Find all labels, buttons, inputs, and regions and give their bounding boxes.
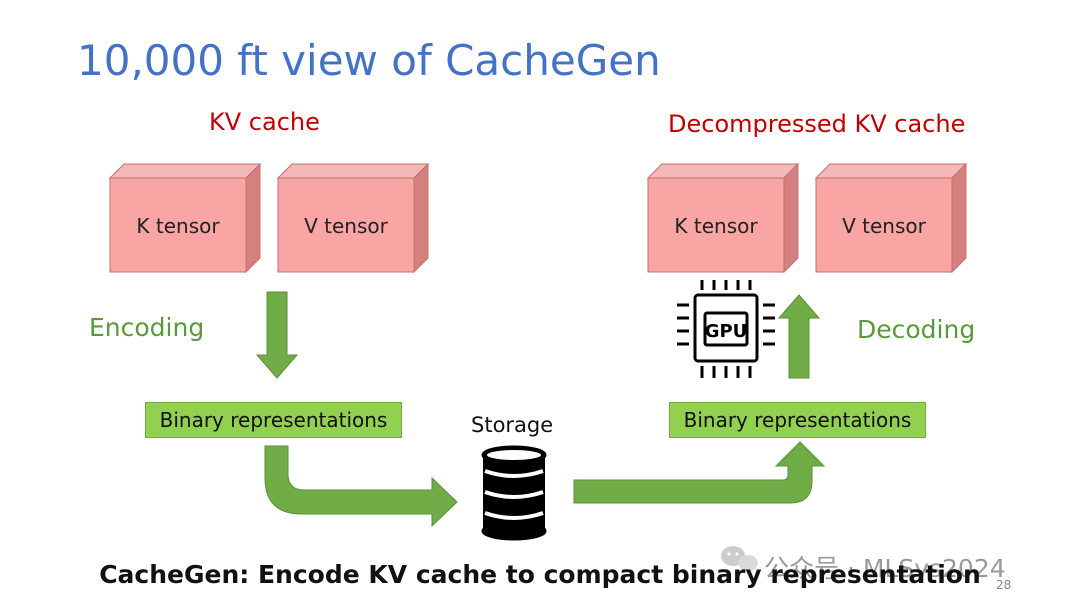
right-k-tensor-label: K tensor bbox=[674, 214, 758, 238]
left-v-tensor-label: V tensor bbox=[304, 214, 388, 238]
slide-caption: CacheGen: Encode KV cache to compact bin… bbox=[99, 560, 981, 589]
storage-to-binary-arrow bbox=[573, 441, 826, 504]
right-binary-representations: Binary representations bbox=[669, 402, 926, 438]
encoding-down-arrow bbox=[255, 291, 299, 379]
storage-label: Storage bbox=[471, 413, 554, 437]
left-binary-representations: Binary representations bbox=[145, 402, 402, 438]
page-number: 28 bbox=[996, 578, 1012, 592]
left-k-tensor-cube bbox=[108, 162, 262, 274]
right-k-tensor-cube bbox=[646, 162, 800, 274]
slide-title: 10,000 ft view of CacheGen bbox=[77, 36, 661, 85]
decoding-up-arrow bbox=[777, 294, 821, 379]
left-k-tensor-label: K tensor bbox=[136, 214, 220, 238]
kv-cache-label: KV cache bbox=[209, 108, 320, 136]
database-icon bbox=[481, 445, 547, 541]
encoding-label: Encoding bbox=[89, 313, 205, 342]
gpu-chip-icon: GPU bbox=[677, 280, 775, 378]
right-v-tensor-cube bbox=[814, 162, 968, 274]
right-v-tensor-label: V tensor bbox=[842, 214, 926, 238]
decompressed-kv-cache-label: Decompressed KV cache bbox=[668, 110, 966, 138]
watermark-text: 公众号 · MLSys2024 bbox=[764, 554, 1006, 583]
binary-to-storage-arrow bbox=[264, 445, 458, 528]
wechat-icon bbox=[721, 546, 758, 571]
decoding-label: Decoding bbox=[857, 315, 976, 344]
left-v-tensor-cube bbox=[276, 162, 430, 274]
gpu-chip-text: GPU bbox=[705, 321, 748, 342]
